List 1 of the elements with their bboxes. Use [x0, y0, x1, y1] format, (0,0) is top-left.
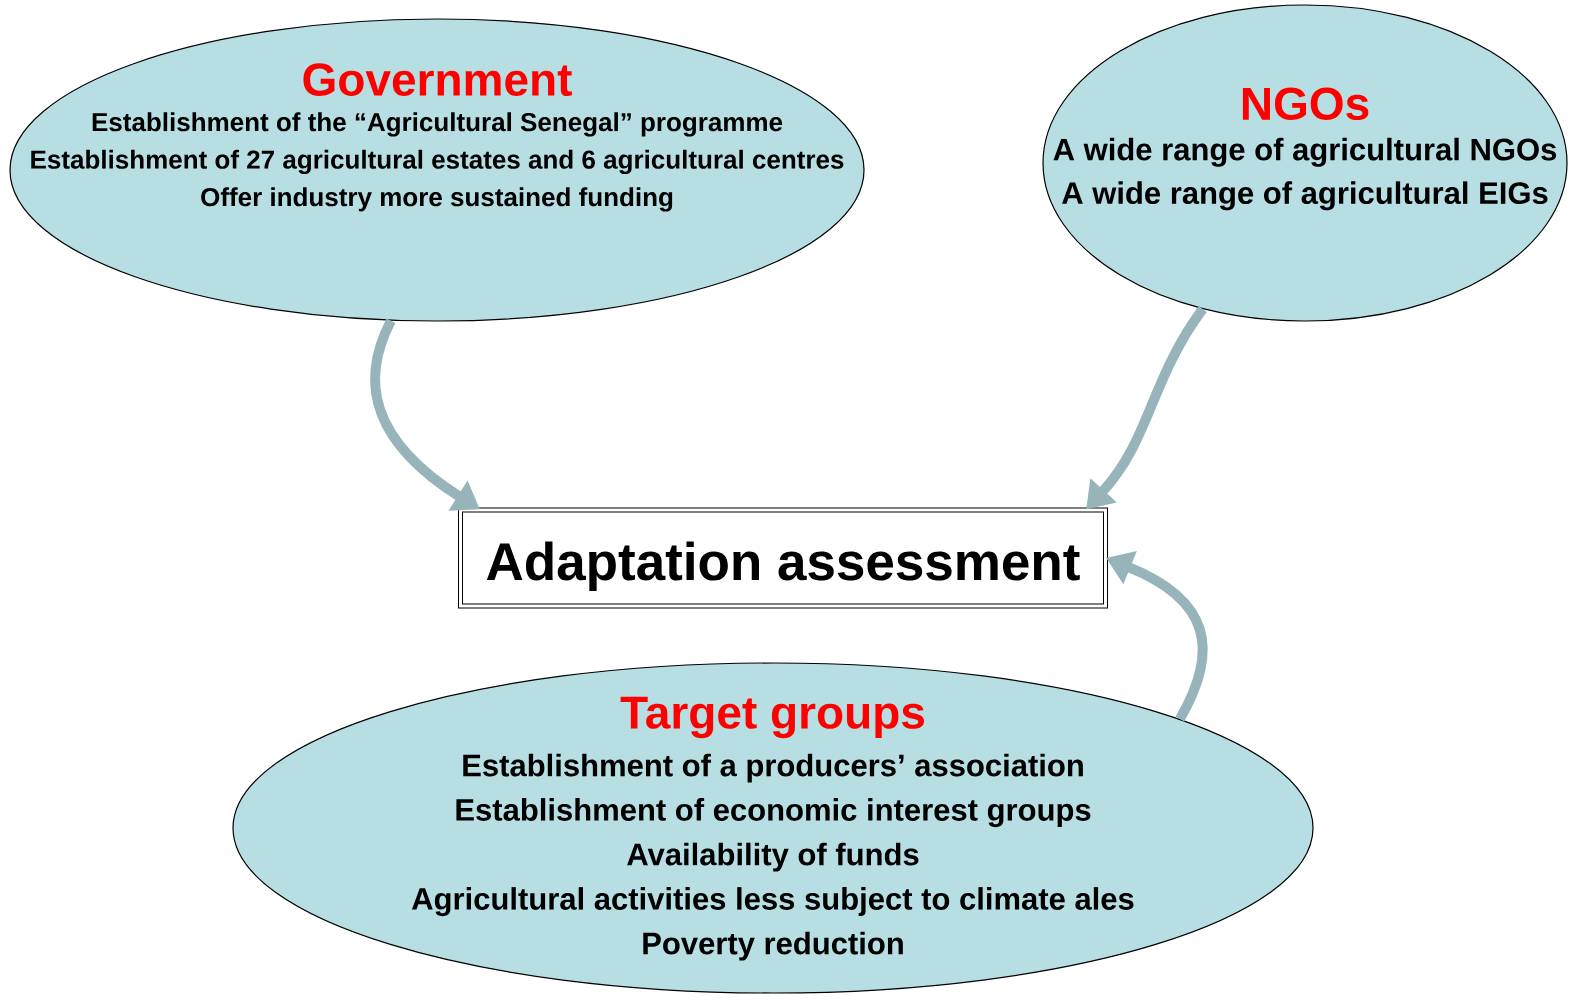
title-box: Adaptation assessment [458, 507, 1108, 609]
